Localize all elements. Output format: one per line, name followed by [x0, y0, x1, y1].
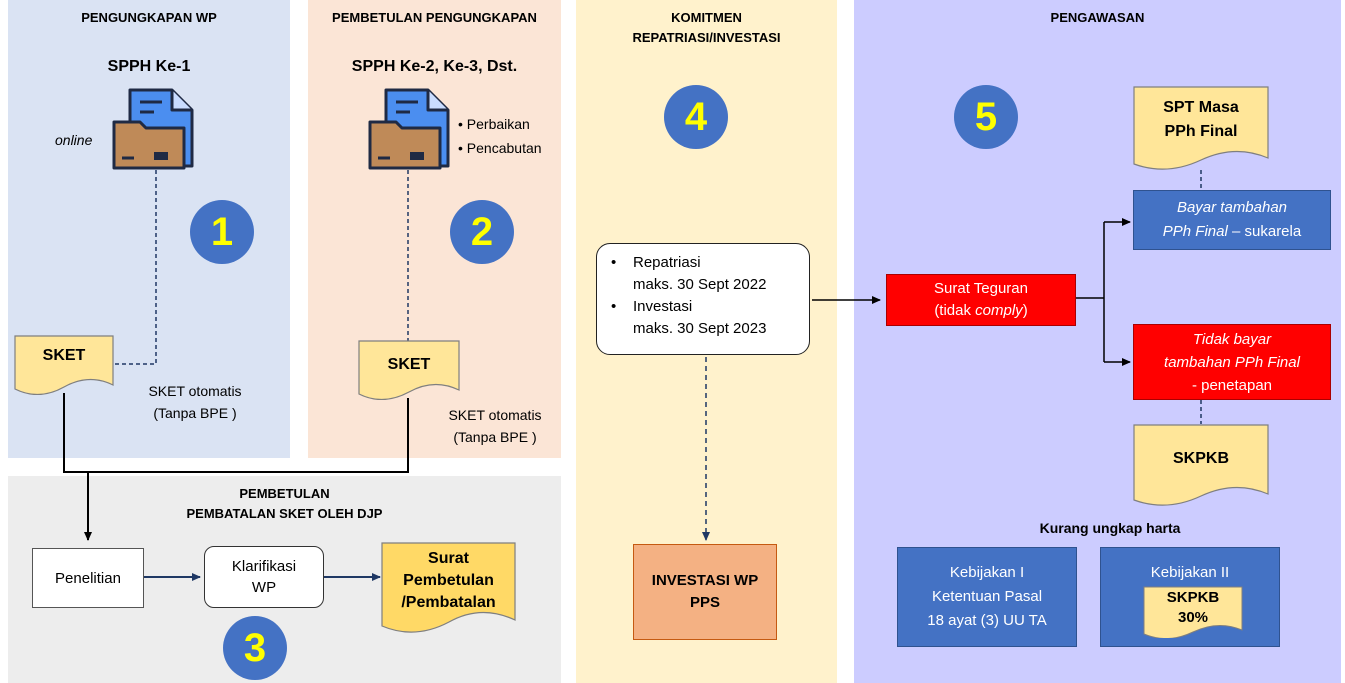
skpkb-30-document: SKPKB 30%	[1143, 586, 1243, 638]
online-label: online	[55, 132, 93, 148]
skpkb-document: SKPKB	[1133, 424, 1269, 508]
investasi-wp-line: INVESTASI WP	[651, 572, 759, 589]
repatriasi-label: Repatriasi	[633, 254, 701, 271]
pembetulan-line: Pembetulan	[403, 572, 494, 589]
surat-teguran-box: Surat Teguran (tidak comply)	[886, 274, 1076, 326]
surat-teguran-line: Surat Teguran	[934, 280, 1028, 297]
perbaikan-text: Perbaikan	[466, 116, 530, 132]
surat-line: Surat	[428, 550, 469, 567]
spt-masa-document: SPT Masa PPh Final	[1133, 86, 1269, 172]
kebijakan-2-box: Kebijakan II SKPKB 30%	[1100, 547, 1280, 647]
bayar-tambahan-box: Bayar tambahan PPh Final – sukarela	[1133, 190, 1331, 250]
spph-ke-2-heading: SPPH Ke-2, Ke-3, Dst.	[351, 58, 518, 75]
sket-document-2: SKET	[358, 340, 460, 400]
tanpa-bpe-line: (Tanpa BPE )	[153, 405, 237, 421]
klarifikasi-wp-box: Klarifikasi WP	[204, 546, 324, 608]
pencabutan-text: Pencabutan	[466, 140, 542, 156]
sket-label-1: SKET	[42, 347, 86, 364]
step-4-badge: 4	[664, 85, 728, 149]
repatriasi-deadline: maks. 30 Sept 2022	[633, 276, 767, 293]
tidak-text: (tidak	[934, 302, 976, 319]
sket-otomatis-note-2: SKET otomatis (Tanpa BPE )	[430, 404, 560, 448]
perbaikan-bullet: • Perbaikan	[458, 116, 530, 132]
sket-document-1: SKET	[14, 335, 114, 395]
penelitian-label: Penelitian	[55, 569, 121, 587]
penelitian-box: Penelitian	[32, 548, 144, 608]
ketentuan-pasal-line: Ketentuan Pasal	[931, 588, 1043, 605]
ayat-uu-ta-line: 18 ayat (3) UU TA	[927, 612, 1047, 629]
panel-2-title: PEMBETULAN PENGUNGKAPAN	[332, 10, 537, 25]
tanpa-bpe-line: (Tanpa BPE )	[453, 429, 537, 445]
pencabutan-bullet: • Pencabutan	[458, 140, 542, 156]
sket-label-2: SKET	[387, 356, 431, 373]
panel-4-title: KOMITMEN REPATRIASI/INVESTASI	[576, 8, 837, 48]
kebijakan-1-box: Kebijakan I Ketentuan Pasal 18 ayat (3) …	[897, 547, 1077, 647]
pph-final-sukarela-line: PPh Final – sukarela	[1163, 220, 1301, 244]
panel-5-title: PENGAWASAN	[1050, 10, 1145, 25]
sket-otomatis-line: SKET otomatis	[448, 407, 542, 423]
spph-ke-1-heading: SPPH Ke-1	[107, 58, 191, 75]
kebijakan-2-line: Kebijakan II	[1150, 564, 1230, 581]
step-5-badge: 5	[954, 85, 1018, 149]
pph-final-italic: PPh Final	[1162, 223, 1228, 240]
panel-1-title: PENGUNGKAPAN WP	[81, 10, 217, 25]
tidak-comply-line: (tidak comply)	[934, 300, 1027, 322]
penetapan-line: - penetapan	[1191, 376, 1273, 394]
investasi-deadline: maks. 30 Sept 2023	[633, 320, 767, 337]
pct-line: 30%	[1177, 609, 1209, 626]
tidak-bayar-line: Tidak bayar	[1192, 330, 1272, 348]
klarifikasi-line: Klarifikasi	[231, 558, 297, 575]
panel-3-title-line2: PEMBATALAN SKET OLEH DJP	[186, 506, 383, 521]
panel-4-title-line2: REPATRIASI/INVESTASI	[632, 30, 781, 45]
skpkb-line: SKPKB	[1166, 589, 1220, 606]
skpkb-label: SKPKB	[1172, 450, 1229, 467]
panel-4-title-line1: KOMITMEN	[671, 10, 742, 25]
sukarela-text: – sukarela	[1227, 223, 1302, 240]
folder-document-icon	[368, 88, 450, 170]
skpkb-30-text: SKPKB 30%	[1143, 588, 1243, 628]
kurang-ungkap-harta-label: Kurang ungkap harta	[1039, 520, 1181, 536]
bayar-tambahan-line: Bayar tambahan	[1176, 199, 1288, 216]
surat-pembetulan-document: Surat Pembetulan /Pembatalan	[381, 542, 516, 634]
investasi-label: Investasi	[633, 298, 693, 315]
pph-final-line: PPh Final	[1164, 123, 1238, 140]
step-1-badge: 1	[190, 200, 254, 264]
kebijakan-1-line: Kebijakan I	[949, 564, 1025, 581]
pps-line: PPS	[689, 594, 720, 611]
surat-pembetulan-text: Surat Pembetulan /Pembatalan	[381, 548, 516, 614]
spt-masa-line: SPT Masa	[1163, 99, 1239, 116]
investasi-wp-pps-box: INVESTASI WP PPS	[633, 544, 777, 640]
wp-line: WP	[251, 579, 277, 596]
step-3-badge: 3	[223, 616, 287, 680]
step-2-badge: 2	[450, 200, 514, 264]
tidak-bayar-box: Tidak bayar tambahan PPh Final - penetap…	[1133, 324, 1331, 400]
sket-otomatis-line: SKET otomatis	[148, 383, 242, 399]
comply-text: comply	[975, 302, 1023, 319]
tambahan-pph-final-line: tambahan PPh Final	[1164, 353, 1300, 371]
panel-3-title: PEMBETULAN PEMBATALAN SKET OLEH DJP	[8, 484, 561, 524]
pembatalan-line: /Pembatalan	[401, 594, 496, 611]
folder-document-icon	[112, 88, 194, 170]
sket-otomatis-note-1: SKET otomatis (Tanpa BPE )	[125, 380, 265, 424]
paren-close: )	[1022, 302, 1028, 319]
panel-3-title-line1: PEMBETULAN	[239, 486, 330, 501]
spt-masa-text: SPT Masa PPh Final	[1133, 96, 1269, 144]
